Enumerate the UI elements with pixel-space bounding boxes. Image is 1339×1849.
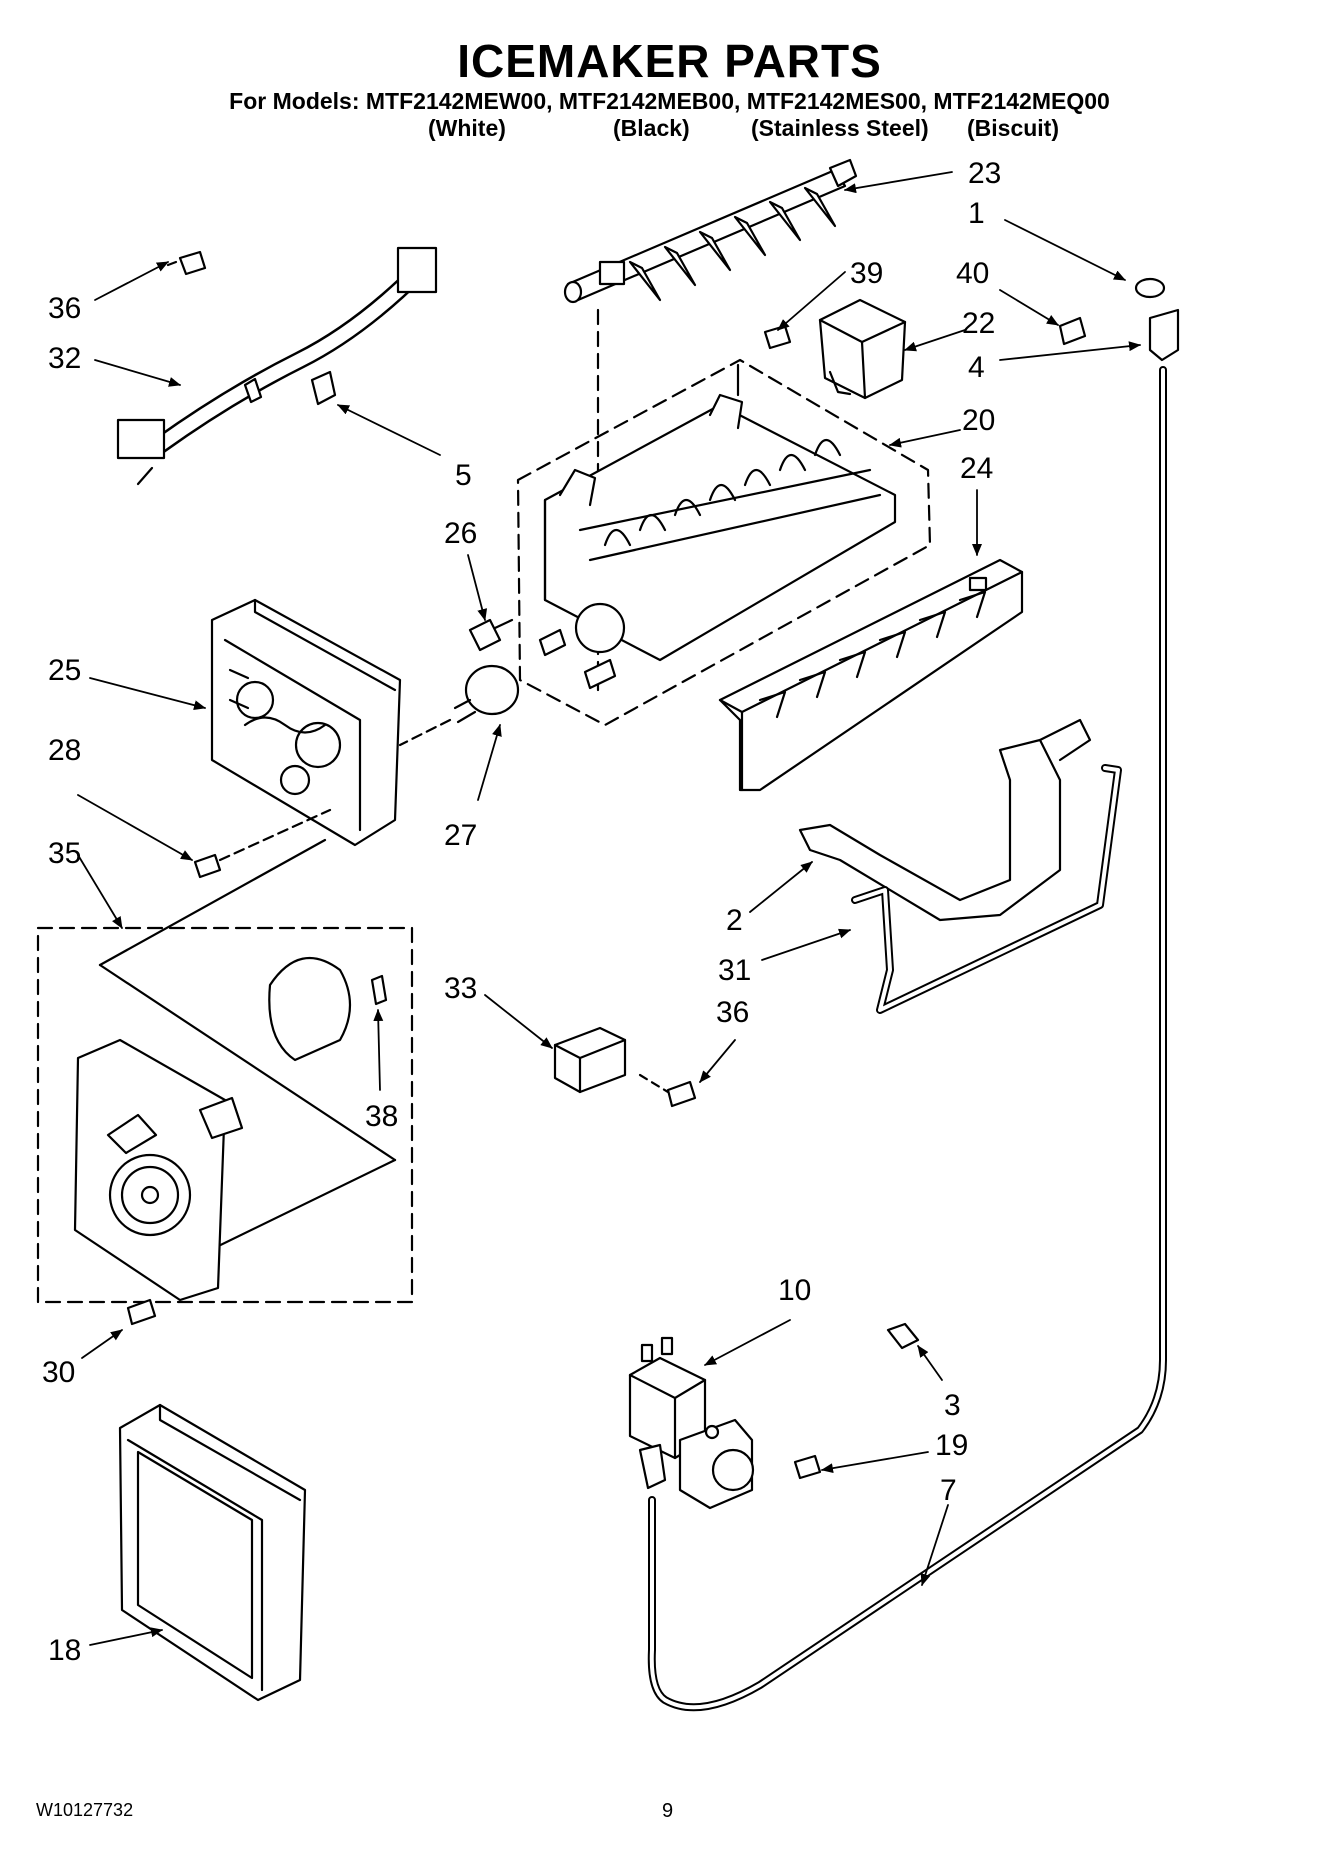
label-26: 26 [444,517,477,550]
ice-stripper-part-24 [718,558,1024,792]
bail-arm-part-2 [798,718,1092,922]
label-3: 3 [944,1389,961,1422]
control-housing-part-25 [210,598,402,847]
label-27: 27 [444,819,477,852]
water-tube-part-7 [647,366,1167,1712]
clip-part-5 [310,370,337,406]
label-22: 22 [962,307,995,340]
callout-leaders [77,171,1141,1646]
label-25: 25 [48,654,81,687]
part-labels: 23 1 40 4 39 22 20 24 36 32 5 26 25 27 2… [42,157,1001,1667]
label-33: 33 [444,972,477,1005]
label-39: 39 [850,257,883,290]
label-1: 1 [968,197,985,230]
mold-part-20 [516,358,932,727]
screw-part-40 [1058,316,1087,346]
gasket-part-18 [118,1403,307,1702]
label-35: 35 [48,837,81,870]
label-32: 32 [48,342,81,375]
label-38: 38 [365,1100,398,1133]
label-18: 18 [48,1634,81,1667]
screw-part-36-top [166,250,207,276]
screw-part-30 [126,1298,157,1326]
page-title: ICEMAKER PARTS [457,35,882,87]
label-28: 28 [48,734,81,767]
label-2: 2 [726,904,743,937]
document-number: W10127732 [36,1800,134,1820]
label-40: 40 [956,257,989,290]
module-assembly-part-35 [36,838,414,1304]
label-19: 19 [935,1429,968,1462]
label-36-bottom: 36 [716,996,749,1029]
variant-stainless: (Stainless Steel) [751,115,929,141]
label-36-top: 36 [48,292,81,325]
variant-black: (Black) [613,115,690,141]
fitting-part-1 [1134,277,1166,299]
label-4: 4 [968,351,985,384]
wire-harness-part-32 [116,246,438,486]
clip-part-3 [886,1322,920,1350]
variant-biscuit: (Biscuit) [967,115,1059,141]
label-23: 23 [968,157,1001,190]
label-31: 31 [718,954,751,987]
fill-cup-part-22 [818,298,907,400]
label-7: 7 [940,1474,957,1507]
water-valve-part-10 [628,1336,755,1510]
screw-part-28 [193,853,222,879]
models-line: For Models: MTF2142MEW00, MTF2142MEB00, … [229,88,1110,114]
label-10: 10 [778,1274,811,1307]
screw-part-19 [793,1454,822,1480]
label-30: 30 [42,1356,75,1389]
nut-part-4 [1148,308,1180,362]
bracket-part-33 [553,1026,627,1094]
label-20: 20 [962,404,995,437]
label-5: 5 [455,459,472,492]
variant-white: (White) [428,115,506,141]
thermostat-part-27 [398,664,520,747]
screw-part-36-bottom [638,1073,697,1108]
page-number: 9 [662,1800,674,1822]
fill-tube-part-31 [851,764,1122,1014]
pin-part-26 [468,618,514,652]
label-24: 24 [960,452,993,485]
